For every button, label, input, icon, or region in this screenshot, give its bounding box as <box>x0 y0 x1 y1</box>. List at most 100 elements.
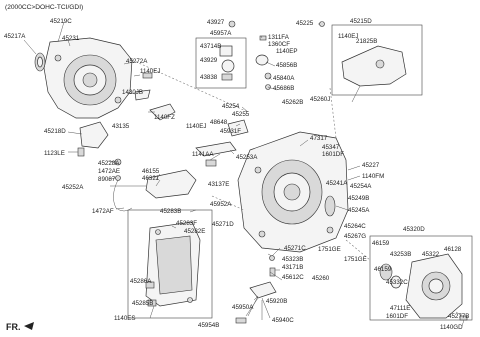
label-part[interactable]: 45347 <box>322 144 340 151</box>
label-part[interactable]: 1751GE <box>344 256 367 263</box>
label-part[interactable]: 1751GE <box>318 246 341 253</box>
label-part[interactable]: 43137E <box>208 181 229 188</box>
label-part[interactable]: 89087 <box>98 176 116 183</box>
label-part[interactable]: 45252A <box>62 184 84 191</box>
label-part[interactable]: 46321 <box>142 175 160 182</box>
label-part[interactable]: 45282E <box>184 228 205 235</box>
bracket-group-box <box>331 24 423 96</box>
label-part[interactable]: 46159 <box>372 240 390 247</box>
label-part[interactable]: 45950A <box>232 304 254 311</box>
front-direction-marker: FR. <box>6 322 34 332</box>
label-part[interactable]: 1140FZ <box>154 114 175 121</box>
label-part[interactable]: 46159 <box>374 266 392 273</box>
label-part[interactable]: 45286A <box>130 278 152 285</box>
leader-lines <box>23 21 465 327</box>
label-part[interactable]: 1601DF <box>386 313 408 320</box>
label-part[interactable]: 45920B <box>266 298 287 305</box>
part-1311fa <box>259 35 267 41</box>
label-part[interactable]: 43135 <box>112 123 130 130</box>
label-part[interactable]: 45228A <box>98 160 120 167</box>
oil-pan-box <box>127 209 213 319</box>
label-part[interactable]: 43929 <box>200 57 218 64</box>
label-part[interactable]: 48648 <box>210 119 228 126</box>
label-part[interactable]: 21825B <box>356 38 377 45</box>
label-part[interactable]: 45245A <box>348 207 370 214</box>
label-part[interactable]: 1140FM <box>362 173 384 180</box>
label-part[interactable]: 46155 <box>142 168 160 175</box>
label-part[interactable]: 45271C <box>284 245 306 252</box>
label-part[interactable]: 45249B <box>348 195 369 202</box>
part-45323b <box>269 255 275 261</box>
label-part[interactable]: 45686B <box>273 85 294 92</box>
label-part[interactable]: 45856B <box>276 62 297 69</box>
label-part[interactable]: 1140EP <box>276 48 298 55</box>
label-part[interactable]: 45231 <box>62 35 80 42</box>
label-part[interactable]: 45285B <box>132 300 153 307</box>
label-part[interactable]: 45332C <box>386 279 408 286</box>
label-part[interactable]: 43838 <box>200 74 218 81</box>
plug-45285b <box>147 299 157 307</box>
pin-45954b <box>235 317 247 324</box>
label-part[interactable]: 43171B <box>282 264 303 271</box>
label-part[interactable]: 45283B <box>160 208 181 215</box>
label-part[interactable]: 45931F <box>220 128 241 135</box>
label-part[interactable]: 43927 <box>207 19 225 26</box>
label-part[interactable]: 45260 <box>312 275 330 282</box>
label-part[interactable]: 45260J <box>310 96 330 103</box>
label-part[interactable]: 45262B <box>282 99 303 106</box>
label-part[interactable]: 1140EJ <box>140 68 161 75</box>
label-part[interactable]: 45254 <box>222 103 240 110</box>
label-part[interactable]: 45957A <box>210 30 232 37</box>
label-part[interactable]: 45277B <box>448 313 469 320</box>
label-part[interactable]: 1141AA <box>192 151 214 158</box>
part-43927 <box>228 20 236 28</box>
label-part[interactable]: 47111E <box>390 305 410 312</box>
label-part[interactable]: 45215D <box>350 18 372 25</box>
label-part[interactable]: 45322 <box>422 251 440 258</box>
oil-seal-45217a <box>34 52 46 72</box>
label-part[interactable]: 45253A <box>236 154 258 161</box>
label-part[interactable]: 1140ES <box>114 315 136 322</box>
engine-spec-header: (2000CC>DOHC-TCI/GDI) <box>5 4 83 11</box>
label-part[interactable]: 45225 <box>296 20 314 27</box>
label-part[interactable]: 45840A <box>273 75 295 82</box>
label-part[interactable]: 45952A <box>210 201 232 208</box>
label-part[interactable]: 1140EJ <box>338 33 359 40</box>
label-part[interactable]: 46128 <box>444 246 462 253</box>
label-part[interactable]: 45283F <box>176 220 197 227</box>
label-part[interactable]: 1360CF <box>268 41 290 48</box>
label-part[interactable]: 1140EJ <box>186 123 207 130</box>
label-part[interactable]: 45255 <box>232 111 250 118</box>
label-part[interactable]: 45612C <box>282 274 304 281</box>
oil-seal-45245a <box>324 195 336 217</box>
label-part[interactable]: 45954B <box>198 322 219 329</box>
label-part[interactable]: 43253B <box>390 251 411 258</box>
label-part[interactable]: 45320D <box>403 226 425 233</box>
label-part[interactable]: 1472AE <box>98 168 120 175</box>
label-part[interactable]: 45227 <box>362 162 380 169</box>
label-part[interactable]: 45272A <box>126 58 148 65</box>
part-45920b <box>249 281 277 299</box>
label-part[interactable]: 45940C <box>272 317 294 324</box>
label-part[interactable]: 1601DF <box>322 151 344 158</box>
part-1141aa <box>205 159 217 167</box>
label-part[interactable]: 45271D <box>212 221 234 228</box>
part-43929 <box>221 59 235 73</box>
label-part[interactable]: 47317 <box>310 135 328 142</box>
label-part[interactable]: 45264C <box>344 223 366 230</box>
label-part[interactable]: 43714B <box>200 43 221 50</box>
label-part[interactable]: 1140GD <box>440 324 463 331</box>
label-part[interactable]: 45241A <box>326 180 348 187</box>
label-part[interactable]: 1430JB <box>122 89 143 96</box>
label-part[interactable]: 45219C <box>50 18 72 25</box>
label-part[interactable]: 1472AF <box>92 208 114 215</box>
label-part[interactable]: 45323B <box>282 256 303 263</box>
label-part[interactable]: 45254A <box>350 183 372 190</box>
label-part[interactable]: 45217A <box>4 33 26 40</box>
breather-hose-1472af <box>113 179 133 212</box>
part-1140ej-bolt <box>142 72 153 79</box>
label-part[interactable]: 1311FA <box>268 34 290 41</box>
label-part[interactable]: 1123LE <box>44 150 65 157</box>
label-part[interactable]: 45267G <box>344 233 366 240</box>
label-part[interactable]: 45218D <box>44 128 66 135</box>
